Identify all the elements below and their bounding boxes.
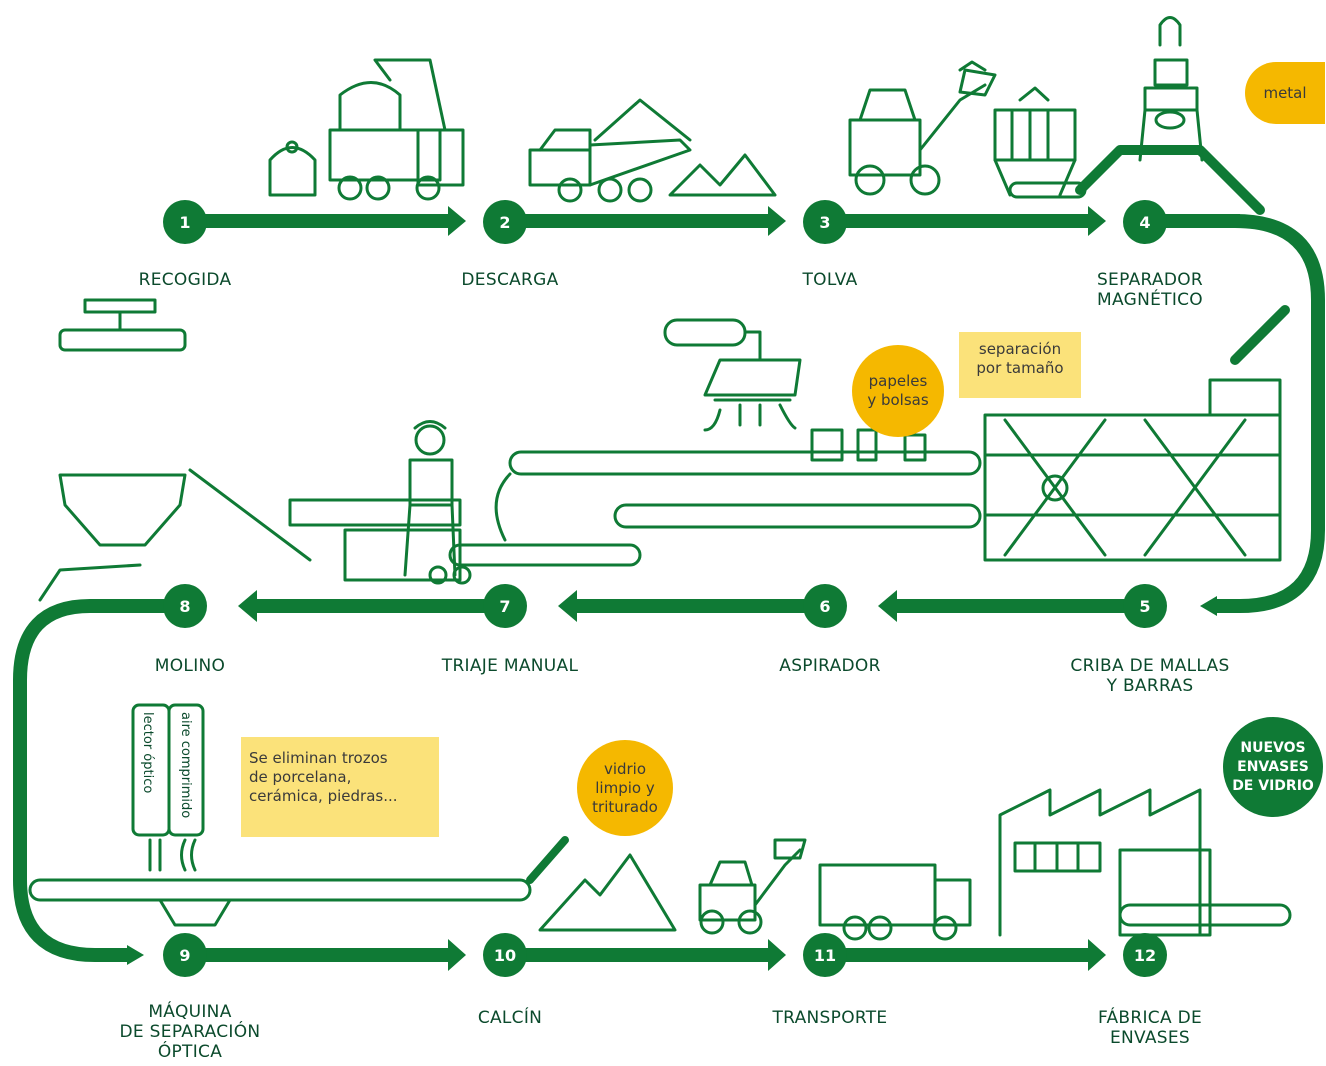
step-8-badge: 8	[163, 584, 207, 628]
right-curve	[1215, 214, 1325, 613]
step-2-label: DESCARGA	[461, 270, 559, 290]
size-separation-callout: separación por tamaño	[959, 332, 1081, 398]
step-12-label: FÁBRICA DE ENVASES	[1097, 1008, 1203, 1048]
step-11-label: TRANSPORTE	[772, 1008, 888, 1028]
left-curve	[13, 599, 170, 962]
step-8-label: MOLINO	[154, 656, 226, 676]
step-4-label: SEPARADOR MAGNÉTICO	[1096, 270, 1204, 310]
new-glass-containers-callout: NUEVOS ENVASES DE VIDRIO	[1223, 717, 1323, 817]
conveyor-belt	[188, 450, 982, 567]
optical-machine-icon	[28, 703, 569, 927]
step-6-badge: 6	[803, 584, 847, 628]
cullet-pile-icon	[538, 838, 807, 935]
screen-sieve-icon	[983, 305, 1290, 562]
step-3-badge: 3	[803, 200, 847, 244]
step-6-label: ASPIRADOR	[779, 656, 881, 676]
step-10-label: CALCÍN	[477, 1008, 543, 1028]
worker-icon	[343, 420, 472, 585]
row3-track	[200, 939, 1106, 971]
step-3-label: TOLVA	[802, 270, 858, 290]
row1-track	[200, 206, 1240, 236]
dump-truck-icon	[528, 98, 777, 203]
step-9-badge: 9	[163, 933, 207, 977]
transport-truck-icon	[818, 863, 972, 941]
step-12-badge: 12	[1123, 933, 1167, 977]
compressed-air-text: aire comprimido	[178, 712, 193, 819]
removed-items-callout: Se eliminan trozos de porcelana, cerámic…	[241, 737, 439, 837]
step-7-label: TRIAJE MANUAL	[441, 656, 579, 676]
step-9-label: MÁQUINA DE SEPARACIÓN ÓPTICA	[119, 1002, 261, 1062]
step-1-label: RECOGIDA	[138, 270, 232, 290]
loader-hopper-icon	[848, 60, 1265, 215]
container-truck-icon	[268, 58, 465, 201]
step-7-badge: 7	[483, 584, 527, 628]
step-4-badge: 4	[1123, 200, 1167, 244]
row2-track	[238, 590, 1125, 622]
step-11-badge: 11	[803, 933, 847, 977]
step-5-badge: 5	[1123, 584, 1167, 628]
step-1-badge: 1	[163, 200, 207, 244]
metal-callout: metal	[1245, 62, 1325, 124]
paper-bags-callout: papeles y bolsas	[852, 345, 944, 437]
magnet-icon	[1138, 16, 1204, 162]
mill-icon	[38, 298, 187, 602]
step-2-badge: 2	[483, 200, 527, 244]
step-10-badge: 10	[483, 933, 527, 977]
optical-reader-text: lector óptico	[140, 712, 155, 794]
clean-glass-callout: vidrio limpio y triturado	[577, 740, 673, 836]
vacuum-icon	[663, 318, 927, 462]
factory-icon	[998, 788, 1292, 937]
step-5-label: CRIBA DE MALLAS Y BARRAS	[1070, 656, 1230, 696]
